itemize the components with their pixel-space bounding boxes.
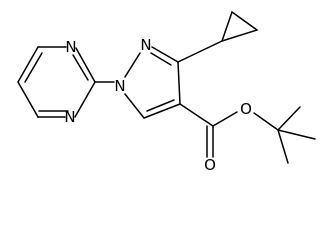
bond (231, 11, 258, 31)
bond (143, 103, 181, 119)
bond (124, 52, 141, 78)
atom-label: O (204, 156, 216, 174)
atom-n1-pyrazole: N (114, 77, 125, 95)
bond (72, 54, 89, 81)
bond (277, 106, 301, 131)
bond (212, 111, 238, 127)
bond (150, 52, 172, 66)
atom-n-pyrimidine-top: N (65, 38, 76, 56)
bond (75, 47, 96, 83)
bond (151, 46, 179, 63)
bond (124, 93, 145, 119)
atom-o-carbonyl: O (204, 156, 216, 174)
pyrimidine-ring (17, 46, 96, 118)
atom-n-pyrimidine-bottom: N (64, 108, 75, 126)
tert-butyl-ester-group (179, 103, 316, 164)
bond (177, 40, 223, 63)
bond (179, 103, 214, 127)
atom-label: N (65, 38, 76, 56)
bond (277, 129, 316, 140)
bond (277, 129, 289, 164)
bond (17, 46, 39, 83)
atom-o-ester: O (240, 100, 252, 118)
pyrazole-ring (124, 46, 181, 119)
bond (253, 112, 279, 131)
cyclopropyl-group (177, 11, 258, 63)
bond (221, 11, 233, 42)
bond (146, 99, 175, 112)
atom-label: N (140, 36, 151, 54)
bond (17, 81, 39, 118)
bond (221, 29, 258, 42)
bond (24, 52, 43, 83)
molecule-structure: N N N N O O (17, 11, 316, 174)
atom-n2-pyrazole: N (140, 36, 151, 54)
atom-label: N (64, 108, 75, 126)
atom-label: N (114, 77, 125, 95)
bond (177, 61, 181, 105)
atom-label: O (240, 100, 252, 118)
bond (74, 81, 96, 118)
